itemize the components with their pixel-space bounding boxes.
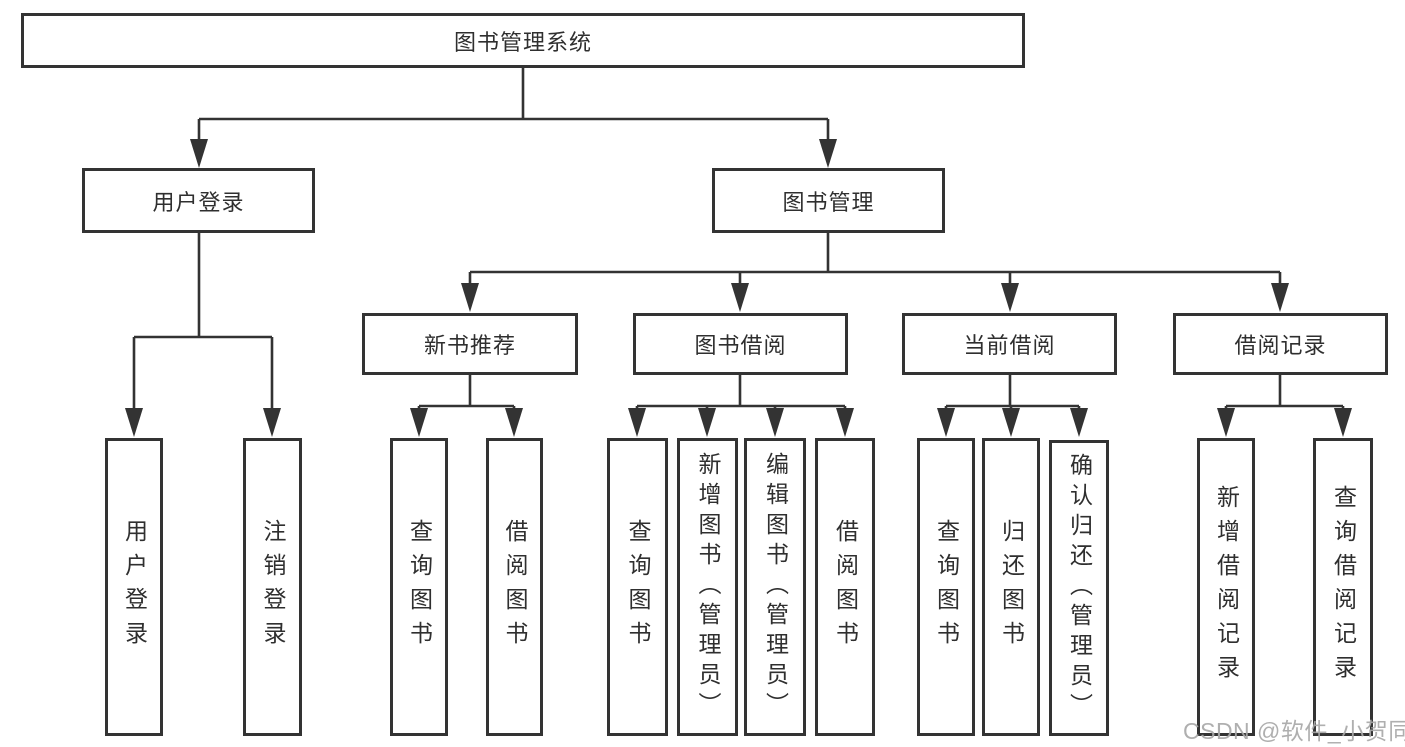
node-borrowing-records: 借阅记录 (1173, 313, 1388, 375)
leaf-confirm-return-admin: 确认归还（管理员） (1049, 440, 1109, 736)
leaf-add-borrow-record: 新增借阅记录 (1197, 438, 1255, 736)
node-current-borrowing: 当前借阅 (902, 313, 1117, 375)
leaf-return-books: 归还图书 (982, 438, 1040, 736)
node-new-book-recommend: 新书推荐 (362, 313, 578, 375)
leaf-add-books-admin: 新增图书（管理员） (677, 438, 738, 736)
node-book-management: 图书管理 (712, 168, 945, 233)
node-book-borrowing: 图书借阅 (633, 313, 848, 375)
leaf-edit-books-admin: 编辑图书（管理员） (744, 438, 806, 736)
leaf-query-borrow-record: 查询借阅记录 (1313, 438, 1373, 736)
watermark: CSDN @软件_小贺同学 (1183, 718, 1405, 744)
leaf-user-login: 用户登录 (105, 438, 163, 736)
node-user-login: 用户登录 (82, 168, 315, 233)
leaf-query-books-recommend: 查询图书 (390, 438, 448, 736)
leaf-borrow-books-borrowing: 借阅图书 (815, 438, 875, 736)
leaf-query-books-borrowing: 查询图书 (607, 438, 668, 736)
leaf-logout-login: 注销登录 (243, 438, 302, 736)
leaf-borrow-books-recommend: 借阅图书 (486, 438, 543, 736)
leaf-query-books-current: 查询图书 (917, 438, 975, 736)
node-root: 图书管理系统 (21, 13, 1025, 68)
